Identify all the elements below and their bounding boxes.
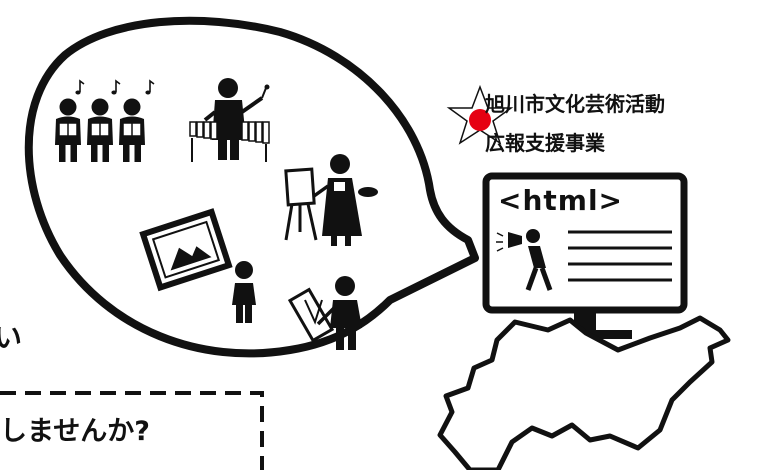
painter-at-easel-icon <box>284 154 378 246</box>
organization-line1: 旭川市文化芸術活動 <box>485 92 665 116</box>
framed-picture-icon <box>139 208 233 292</box>
calligrapher-icon <box>287 276 362 350</box>
megaphone-person-icon <box>496 229 553 291</box>
star-with-red-dot-icon <box>446 84 514 145</box>
cut-off-heading-fragment: い <box>0 321 23 354</box>
monitor-html-tag: <html> <box>498 184 624 217</box>
question-text: しませんか? <box>0 416 150 447</box>
xylophone-player-icon <box>189 78 270 162</box>
speech-bubble <box>24 16 479 358</box>
standing-person-icon <box>232 261 256 323</box>
dashed-question-box <box>0 391 264 470</box>
hokkaido-map-icon <box>437 315 731 470</box>
organization-line2: 広報支援事業 <box>485 131 605 155</box>
